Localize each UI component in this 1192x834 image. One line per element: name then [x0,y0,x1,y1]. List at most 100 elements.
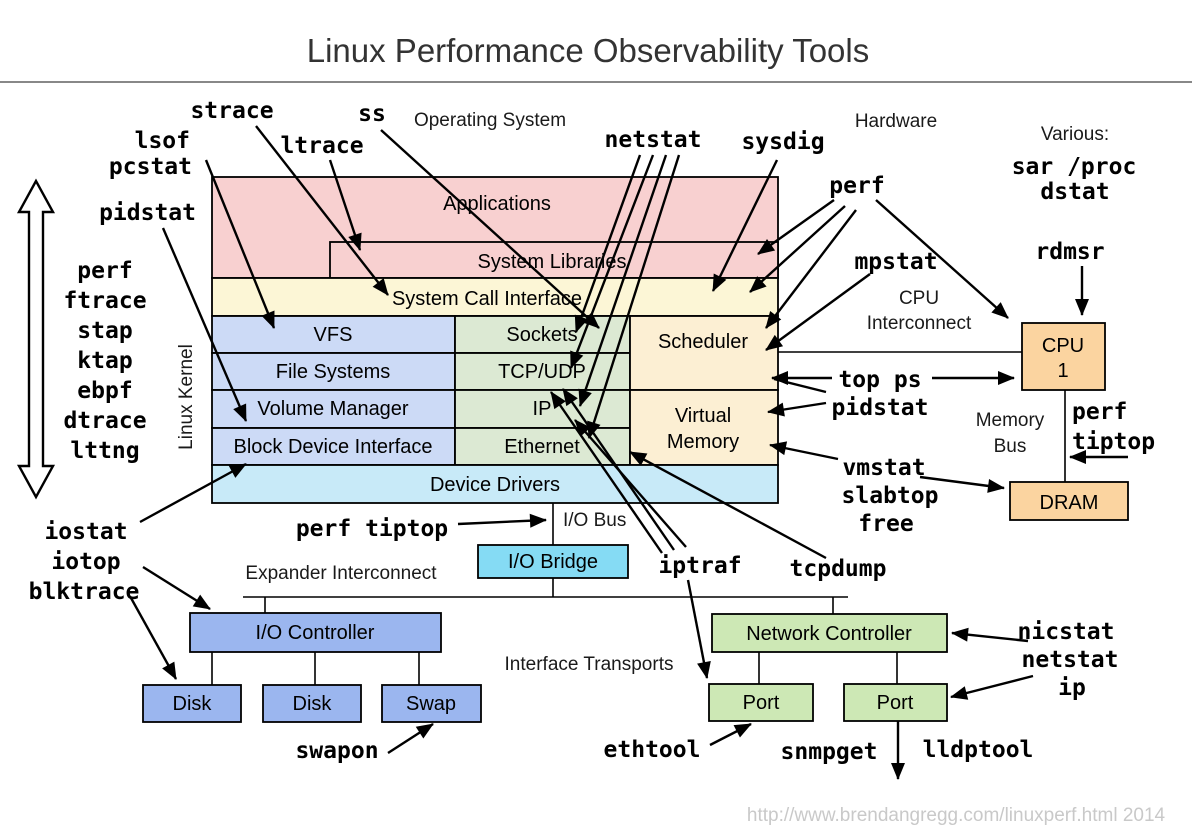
tool-netstat-top: netstat [605,127,702,153]
tool-slabtop: slabtop [842,483,939,509]
io-bridge-box [477,544,629,579]
tool-netstat-bottom: netstat [1022,647,1119,673]
tool-left-perf: perf [77,258,132,284]
swap-label: Swap [406,693,456,715]
iptraf-stack-arrow-3 [574,419,687,548]
port-box-1 [708,683,814,722]
disk-box-2 [262,684,362,723]
page-title: Linux Performance Observability Tools [307,32,869,69]
tool-pcstat: pcstat [109,154,192,180]
tcpdump-arrow [629,450,827,560]
block-device-interface-label: Block Device Interface [234,436,433,458]
tool-pidstat-top: pidstat [99,200,196,226]
file-systems-label: File Systems [276,361,390,383]
tool-lsof: lsof [135,128,190,154]
disk-label-2: Disk [293,693,333,715]
dram-box [1009,481,1129,521]
tool-iostat: iostat [44,519,127,545]
tool-ethtool: ethtool [604,737,701,763]
system-libraries-label: System Libraries [478,251,627,273]
ss-arrow [380,129,600,329]
tool-left-ftrace: ftrace [63,288,146,314]
tool-pidstat-right: pidstat [832,395,929,421]
tool-left-stap: stap [77,318,132,344]
tool-lldptool: lldptool [923,737,1034,763]
ip-label: IP [533,398,552,420]
tool-vmstat: vmstat [842,455,925,481]
tool-top-ps: top ps [838,367,921,393]
tool-perf-right: perf [1072,399,1127,425]
pidstat-right-join-line [773,377,827,394]
nicstat-arrow [951,627,1029,643]
netstat-arrow-1 [574,154,642,333]
device-drivers-box [211,464,779,504]
ip-arrow [950,674,1034,700]
perf-to-scheduler-arrow [765,209,857,329]
virtual-memory-label-1: Virtual [675,405,731,427]
cpu-label-2: 1 [1057,360,1068,382]
netstat-arrow-3 [578,154,668,407]
operating-system-label: Operating System [414,110,566,131]
cpu-interconnect-label-2: Interconnect [867,313,972,334]
cpu-interconnect-label-1: CPU [899,288,939,309]
io-controller-label: I/O Controller [256,622,375,644]
virtual-memory-box [629,389,779,466]
ethernet-box [454,427,631,466]
perf-to-sci-arrow [749,205,846,293]
applications-label: Applications [443,193,551,215]
virtual-memory-label-2: Memory [667,431,739,453]
system-call-interface-label: System Call Interface [392,288,582,310]
pidstat-right-to-vm-arrow [767,401,827,417]
swapon-arrow [387,722,434,755]
mpstat-arrow [765,273,871,351]
tool-blktrace: blktrace [29,579,140,605]
ethernet-label: Ethernet [504,436,580,458]
tool-nicstat: nicstat [1018,619,1115,645]
expander-interconnect-label: Expander Interconnect [245,563,437,584]
dram-label: DRAM [1040,492,1099,514]
scheduler-label: Scheduler [658,331,748,353]
hardware-label: Hardware [855,111,937,132]
tool-free: free [858,511,913,537]
tool-tiptop-right: tiptop [1072,429,1155,455]
io-bridge-label: I/O Bridge [508,551,598,573]
ltrace-arrow [328,159,362,251]
linux-kernel-label: Linux Kernel [176,344,197,450]
ip-box [454,389,631,429]
iostat-arrow [139,462,247,524]
sockets-label: Sockets [506,324,577,346]
port-label-2: Port [877,692,914,714]
vmstat-to-vm-arrow [769,441,839,461]
system-libraries-box [329,241,779,279]
tool-ltrace: ltrace [280,133,363,159]
memory-bus-label-2: Bus [994,436,1027,457]
pidstat-top-arrow [161,227,248,422]
tool-iotop: iotop [51,549,120,575]
tool-snmpget: snmpget [781,739,878,765]
tool-left-lttng: lttng [70,438,139,464]
footer-url: http://www.brendangregg.com/linuxperf.ht… [747,805,1166,826]
ethtool-arrow [709,722,752,747]
sysdig-arrow [711,159,779,292]
port-box-2 [843,683,948,722]
tool-dstat: dstat [1040,179,1109,205]
tool-tcpdump: tcpdump [790,556,887,582]
tool-sar-proc: sar /proc [1012,154,1137,180]
swap-box [381,684,482,723]
tool-ss: ss [358,101,386,127]
io-bus-label: I/O Bus [563,510,626,531]
tool-strace: strace [190,98,273,124]
perf-to-cpu-arrow [875,199,1009,319]
cpu-label-1: CPU [1042,335,1084,357]
tool-swapon: swapon [295,738,378,764]
port-label-1: Port [743,692,780,714]
tool-mpstat: mpstat [854,249,937,275]
network-controller-box [711,613,948,653]
various-label: Various: [1041,124,1109,145]
network-controller-label: Network Controller [746,623,912,645]
tool-perf-tiptop-mid: perf tiptop [296,516,448,542]
device-drivers-label: Device Drivers [430,474,560,496]
tcp-udp-label: TCP/UDP [498,361,586,383]
tool-iptraf: iptraf [658,553,741,579]
